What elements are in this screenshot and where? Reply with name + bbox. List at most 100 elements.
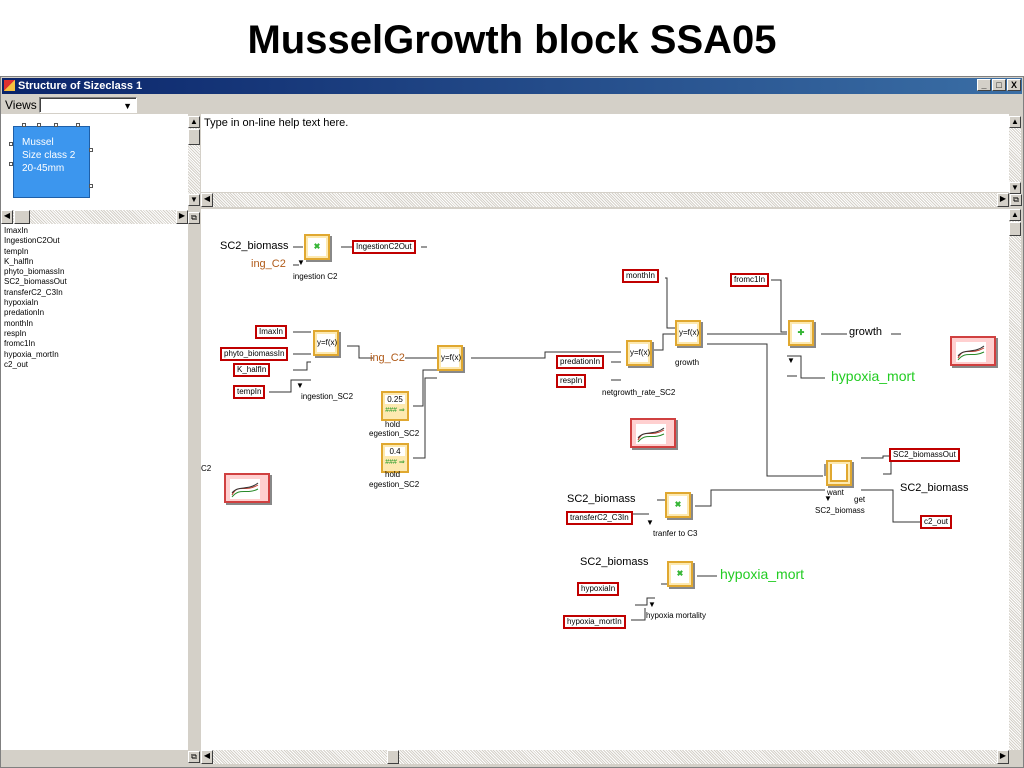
egestion-fx-block[interactable]: y=f(x) xyxy=(437,345,463,371)
variable-item[interactable]: IngestionC2Out xyxy=(4,236,60,246)
views-toolbar: Views ▼ xyxy=(2,95,1022,115)
variable-item[interactable]: hypoxia_mortIn xyxy=(4,349,59,359)
variable-item[interactable]: c2_out xyxy=(4,359,29,369)
block-handle[interactable] xyxy=(89,148,93,152)
transfer-block[interactable]: ✖ xyxy=(665,492,691,518)
predation-in[interactable]: predationIn xyxy=(556,355,605,369)
canvas-hscroll[interactable]: ◀ ▶ xyxy=(201,750,1009,764)
variable-item[interactable]: ImaxIn xyxy=(4,226,29,235)
split-icon[interactable]: ⧉ xyxy=(1010,194,1022,206)
hypoxia-mort-in[interactable]: hypoxia_mortIn xyxy=(563,615,626,629)
views-label: Views xyxy=(5,98,37,112)
c2-graph[interactable] xyxy=(224,473,270,503)
growth-graph[interactable] xyxy=(950,336,996,366)
variable-item[interactable]: fromc1In xyxy=(4,339,36,349)
scroll-right-arrow[interactable]: ▶ xyxy=(176,210,188,224)
variable-item[interactable]: SC2_biomassOut xyxy=(4,277,67,287)
ingestion-c2-out[interactable]: IngestionC2Out xyxy=(352,240,416,254)
views-dropdown[interactable]: ▼ xyxy=(39,97,137,113)
scroll-up-arrow[interactable]: ▲ xyxy=(188,116,200,128)
variable-item[interactable]: phyto_biomassIn xyxy=(4,267,65,277)
chevron-down-icon[interactable]: ▼ xyxy=(123,101,132,111)
transfer-label: tranfer to C3 xyxy=(653,529,698,538)
sum-block[interactable]: ✚ xyxy=(788,320,814,346)
diagram-canvas[interactable] xyxy=(201,209,1009,750)
canvas-vscroll[interactable]: ▲ xyxy=(1009,209,1021,750)
block-handle[interactable] xyxy=(22,123,26,127)
netgrowth-fx-block[interactable]: y=f(x) xyxy=(626,340,652,366)
accumulator-icon xyxy=(830,464,848,482)
help-vscroll[interactable]: ▲ ▼ xyxy=(1009,116,1021,194)
scroll-up-arrow[interactable]: ▲ xyxy=(1009,116,1021,128)
help-hscroll[interactable]: ◀ ▶ xyxy=(201,193,1009,207)
block-sizeclass: Size class 2 xyxy=(22,150,76,161)
split-icon[interactable]: ⧉ xyxy=(188,212,200,224)
hypoxia-block[interactable]: ✖ xyxy=(667,561,693,587)
pane-splitter[interactable] xyxy=(188,114,201,764)
const-025[interactable]: 0.25### ⇒ xyxy=(381,391,409,421)
hypoxia-in[interactable]: hypoxiaIn xyxy=(577,582,620,596)
scroll-thumb[interactable] xyxy=(1009,222,1021,236)
ingestion-sc2-block[interactable]: y=f(x) xyxy=(313,330,339,356)
month-in[interactable]: monthIn xyxy=(622,269,659,283)
biomass-accumulator[interactable] xyxy=(826,460,852,486)
plot-icon xyxy=(636,424,666,444)
window-title: Structure of Sizeclass 1 xyxy=(18,80,143,92)
hypoxia-mort-out: hypoxia_mort xyxy=(720,566,805,582)
phyto-biomass-in[interactable]: phyto_biomassIn xyxy=(220,347,289,361)
scroll-up-arrow[interactable]: ▲ xyxy=(1009,209,1021,221)
sc2-biomass-right: SC2_biomass xyxy=(900,482,969,494)
scroll-right-arrow[interactable]: ▶ xyxy=(997,193,1009,207)
growth-fx-block[interactable]: y=f(x) xyxy=(675,320,701,346)
c2-out[interactable]: c2_out xyxy=(920,515,953,529)
scroll-down-arrow[interactable]: ▼ xyxy=(188,194,200,206)
block-handle[interactable] xyxy=(76,123,80,127)
k-half-in[interactable]: K_halfIn xyxy=(233,363,271,377)
ingestion-c2-block[interactable]: ✖ xyxy=(304,234,330,260)
fromc1-in[interactable]: fromc1In xyxy=(730,273,770,287)
resp-in[interactable]: respIn xyxy=(556,374,587,388)
const-04[interactable]: 0.4### ⇒ xyxy=(381,443,409,473)
variable-item[interactable]: hypoxiaIn xyxy=(4,298,39,308)
block-handle[interactable] xyxy=(9,142,13,146)
scroll-left-arrow[interactable]: ◀ xyxy=(201,750,213,764)
minimize-button[interactable]: _ xyxy=(977,79,991,91)
variable-item[interactable]: respIn xyxy=(4,328,27,338)
variable-item[interactable]: K_halfIn xyxy=(4,256,34,266)
variable-item[interactable]: monthIn xyxy=(4,318,33,328)
help-vscroll-left[interactable]: ▲ ▼ xyxy=(188,116,200,206)
maximize-button[interactable]: □ xyxy=(992,79,1006,91)
scroll-left-arrow[interactable]: ◀ xyxy=(1,210,13,224)
close-button[interactable]: X xyxy=(1007,79,1021,91)
scroll-down-arrow[interactable]: ▼ xyxy=(1009,182,1021,194)
transfer-in[interactable]: transferC2_C3In xyxy=(566,511,633,525)
scroll-right-arrow[interactable]: ▶ xyxy=(997,750,1009,764)
sc2-biomass-hypoxia: SC2_biomass xyxy=(580,556,649,568)
netgrowth-graph[interactable] xyxy=(630,418,676,448)
window-titlebar[interactable]: Structure of Sizeclass 1 xyxy=(2,78,1022,94)
sc2-biomass-out[interactable]: SC2_biomassOut xyxy=(889,448,960,462)
scroll-thumb[interactable] xyxy=(387,750,399,764)
mussel-block[interactable]: Mussel Size class 2 20-45mm xyxy=(13,126,90,198)
split-icon[interactable]: ⧉ xyxy=(188,751,200,763)
temp-in[interactable]: tempIn xyxy=(233,385,266,399)
port-arrow-icon: ▼ xyxy=(297,258,305,267)
variable-item[interactable]: tempIn xyxy=(4,246,29,256)
help-pane[interactable] xyxy=(201,114,1009,192)
help-text[interactable]: Type in on-line help text here. xyxy=(204,117,349,129)
block-handle[interactable] xyxy=(89,184,93,188)
function-label: y=f(x) xyxy=(630,344,650,362)
scroll-thumb[interactable] xyxy=(14,210,30,224)
hypoxia-mortality-label: hypoxia mortality xyxy=(646,611,707,620)
sc2-biomass-label: SC2_biomass xyxy=(220,240,289,252)
block-handle[interactable] xyxy=(9,162,13,166)
variable-item[interactable]: transferC2_C3In xyxy=(4,287,63,297)
variable-item[interactable]: predationIn xyxy=(4,308,45,318)
imax-in[interactable]: ImaxIn xyxy=(255,325,288,339)
scroll-thumb[interactable] xyxy=(188,129,200,145)
block-handle[interactable] xyxy=(37,123,41,127)
block-handle[interactable] xyxy=(54,123,58,127)
outline-hscroll[interactable]: ◀ ▶ xyxy=(1,210,188,224)
scroll-left-arrow[interactable]: ◀ xyxy=(201,193,213,207)
